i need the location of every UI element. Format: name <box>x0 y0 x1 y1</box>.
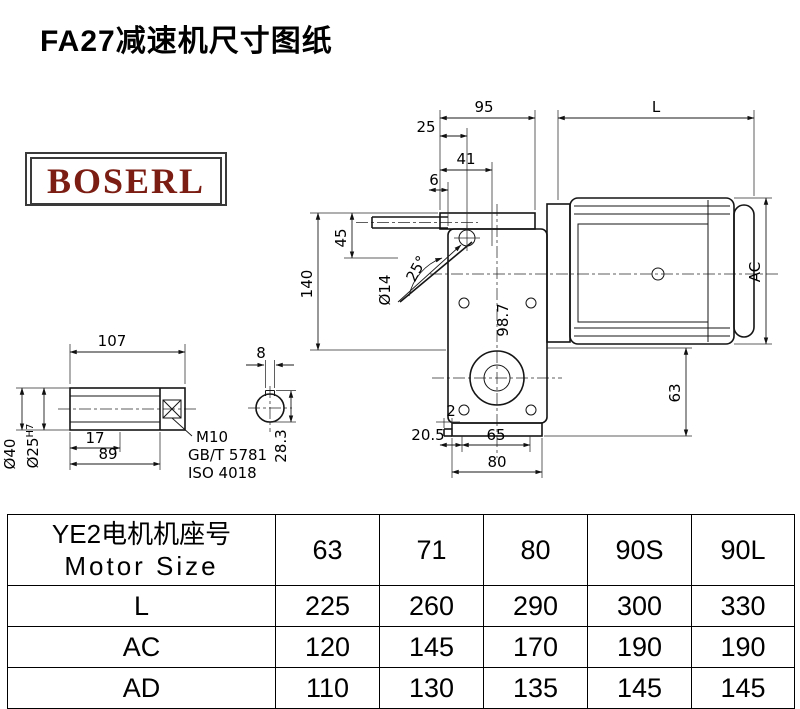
page-title: FA27减速机尺寸图纸 <box>40 25 333 58</box>
gearbox-outline <box>371 212 548 437</box>
table-title-cn: YE2电机机座号 <box>51 519 232 549</box>
cell-L-71: 260 <box>379 585 484 627</box>
dim-2: 2 <box>446 402 456 420</box>
motor-size-col-90s: 90S <box>587 514 692 586</box>
cell-L-63: 225 <box>275 585 380 627</box>
cell-L-90s: 300 <box>587 585 692 627</box>
table-row-L: L 225 260 290 300 330 <box>7 585 795 627</box>
dim-45: 45 <box>332 228 350 247</box>
cell-AC-90l: 190 <box>691 626 795 668</box>
cell-AD-71: 130 <box>379 667 484 709</box>
dim-ac: AC <box>746 262 764 282</box>
cell-AD-63: 110 <box>275 667 380 709</box>
cell-AC-80: 170 <box>483 626 588 668</box>
logo-text: BOSERL <box>30 157 222 205</box>
motor-size-col-71: 71 <box>379 514 484 586</box>
dim-dia40: Ø40 <box>1 439 19 470</box>
row-label-AC: AC <box>7 626 276 668</box>
dim-107: 107 <box>98 332 127 350</box>
cell-AC-71: 145 <box>379 626 484 668</box>
table-row-AD: AD 110 130 135 145 145 <box>7 667 795 709</box>
table-header-row: YE2电机机座号 Motor Size 63 71 80 90S 90L <box>7 514 795 586</box>
dim-17: 17 <box>85 429 104 447</box>
cell-L-90l: 330 <box>691 585 795 627</box>
motor-size-table: YE2电机机座号 Motor Size 63 71 80 90S 90L L 2… <box>7 514 795 709</box>
motor-size-col-80: 80 <box>483 514 588 586</box>
table-title-cell: YE2电机机座号 Motor Size <box>7 514 276 586</box>
dim-140: 140 <box>298 270 316 299</box>
cell-AD-80: 135 <box>483 667 588 709</box>
dim-41: 41 <box>456 150 475 168</box>
motor-size-col-90l: 90L <box>691 514 795 586</box>
motor-outline <box>546 197 755 345</box>
label-gbt5781: GB/T 5781 <box>188 446 267 464</box>
cell-AD-90s: 145 <box>587 667 692 709</box>
dimension-drawing: 95 25 L 41 6 45 140 25° Ø14 98.7 AC 63 2… <box>1 98 778 482</box>
dim-motor-length: L <box>652 98 661 116</box>
cell-L-80: 290 <box>483 585 588 627</box>
centerlines <box>58 204 778 458</box>
row-label-L: L <box>7 585 276 627</box>
dim-center-98-7: 98.7 <box>494 303 512 336</box>
dim-dia25: Ø25 <box>24 437 42 468</box>
drawing-area: BOSERL <box>0 88 800 512</box>
dim-25: 25 <box>416 118 435 136</box>
dim-key-8: 8 <box>256 344 266 362</box>
cell-AD-90l: 145 <box>691 667 795 709</box>
logo-box: BOSERL <box>25 152 227 206</box>
dim-dia25h7: Ø25H7 <box>24 424 42 469</box>
table-title-en: Motor Size <box>64 551 219 581</box>
dim-dia25-tolerance: H7 <box>25 424 36 438</box>
dim-dia14: Ø14 <box>376 275 394 306</box>
dim-65: 65 <box>486 426 505 444</box>
row-label-AD: AD <box>7 667 276 709</box>
dimension-lines <box>19 115 769 475</box>
label-iso4018: ISO 4018 <box>188 464 257 482</box>
dim-80: 80 <box>487 453 506 471</box>
motor-size-col-63: 63 <box>275 514 380 586</box>
dim-28-3: 28.3 <box>272 429 290 462</box>
dim-20-5: 20.5 <box>411 426 444 444</box>
table-row-AC: AC 120 145 170 190 190 <box>7 626 795 668</box>
dim-89: 89 <box>98 445 117 463</box>
dim-63: 63 <box>666 383 684 402</box>
dim-95: 95 <box>474 98 493 116</box>
dim-6: 6 <box>429 171 439 189</box>
label-m10: M10 <box>196 428 228 446</box>
cell-AC-63: 120 <box>275 626 380 668</box>
cell-AC-90s: 190 <box>587 626 692 668</box>
